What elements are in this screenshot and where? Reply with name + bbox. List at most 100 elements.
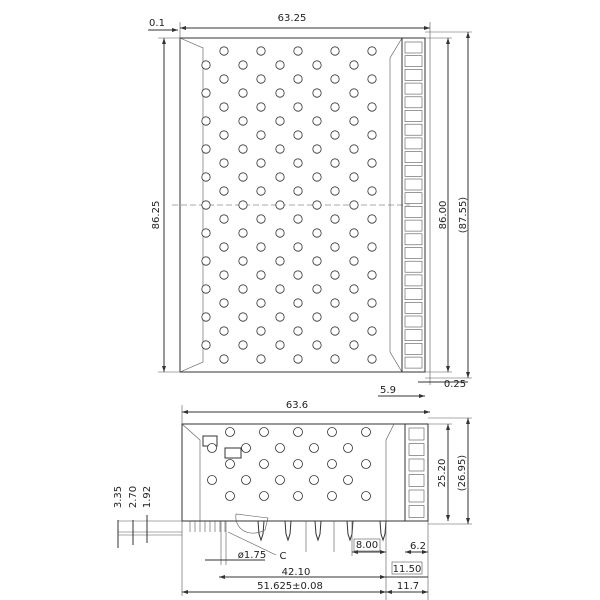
top-connector-contacts (404, 41, 423, 369)
vent-hole (293, 214, 303, 224)
vent-hole (238, 116, 248, 126)
detail-c-circle (235, 513, 269, 534)
vent-hole (225, 491, 235, 501)
contact-slot (404, 343, 423, 355)
vent-hole (256, 74, 266, 84)
dim-top-gap: 0.25 (444, 379, 466, 390)
vent-hole (238, 340, 248, 350)
press-fit-pin (284, 520, 292, 542)
vent-hole (241, 475, 251, 485)
side-hole-pattern (207, 427, 371, 501)
contact-slot (404, 233, 423, 246)
vent-hole (256, 102, 266, 112)
vent-hole (201, 144, 211, 154)
vent-hole (312, 200, 322, 210)
vent-hole (238, 172, 248, 182)
vent-hole (238, 284, 248, 294)
vent-hole (275, 443, 285, 453)
vent-hole (312, 88, 322, 98)
contact-slot (404, 329, 423, 342)
vent-hole (256, 326, 266, 336)
vent-hole (293, 354, 303, 364)
vent-hole (330, 298, 340, 308)
vent-hole (361, 427, 371, 437)
side-connector (404, 423, 429, 522)
vent-hole (256, 186, 266, 196)
vent-hole (275, 60, 285, 70)
vent-hole (312, 228, 322, 238)
vent-hole (367, 298, 377, 308)
dim-pin-b: 2.70 (128, 486, 139, 508)
dim-top-height-right: 86.00 (438, 201, 449, 230)
dim-pin-a: 3.35 (113, 486, 124, 508)
contact-slot (404, 206, 423, 218)
vent-hole (349, 284, 359, 294)
vent-hole (367, 242, 377, 252)
vent-hole (309, 443, 319, 453)
vent-hole (349, 200, 359, 210)
vent-hole (367, 46, 377, 56)
press-fit-pin (346, 520, 354, 542)
top-connector-strip (401, 37, 426, 373)
vent-hole (259, 459, 269, 469)
vent-hole (219, 354, 229, 364)
vent-hole (201, 172, 211, 182)
vent-hole (330, 158, 340, 168)
contact-slot (404, 165, 423, 177)
vent-hole (219, 186, 229, 196)
vent-hole (238, 256, 248, 266)
vent-hole (275, 256, 285, 266)
vent-hole (330, 186, 340, 196)
top-hole-pattern (201, 46, 377, 364)
contact-slot (404, 274, 423, 287)
vent-hole (293, 74, 303, 84)
vent-hole (330, 102, 340, 112)
contact-slot (404, 219, 423, 232)
dim-front-pin: 6.2 (410, 541, 426, 552)
contact-slot (408, 427, 425, 441)
press-fit-pin (314, 520, 322, 542)
vent-hole (293, 427, 303, 437)
dim-front-total: 11.7 (397, 581, 419, 592)
contact-slot (408, 489, 425, 503)
vent-hole (275, 200, 285, 210)
vent-hole (309, 475, 319, 485)
vent-hole (219, 298, 229, 308)
contact-slot (408, 458, 425, 472)
vent-hole (293, 459, 303, 469)
vent-hole (293, 270, 303, 280)
press-fit-pins (189, 520, 387, 542)
press-fit-pin (257, 520, 265, 542)
vent-hole (201, 228, 211, 238)
contact-slot (408, 474, 425, 487)
vent-hole (275, 88, 285, 98)
vent-hole (241, 443, 251, 453)
vent-hole (343, 443, 353, 453)
vent-hole (330, 74, 340, 84)
contact-slot (404, 356, 423, 369)
vent-hole (201, 200, 211, 210)
vent-hole (349, 228, 359, 238)
vent-hole (293, 130, 303, 140)
side-connector-contacts (408, 427, 425, 518)
contact-slot (404, 55, 423, 68)
vent-hole (293, 102, 303, 112)
contact-slot (404, 247, 423, 259)
side-view: 63.6 25.20 (26.95) 3.35 2.70 1.92 ø1.75 … (113, 400, 472, 600)
vent-hole (349, 144, 359, 154)
vent-hole (238, 228, 248, 238)
vent-hole (330, 354, 340, 364)
vent-hole (238, 200, 248, 210)
contact-slot (404, 96, 423, 109)
vent-hole (367, 130, 377, 140)
vent-hole (201, 116, 211, 126)
contact-slot (404, 69, 423, 81)
detail-label-c: C (280, 551, 287, 562)
vent-hole (312, 144, 322, 154)
vent-hole (293, 326, 303, 336)
contact-slot (404, 260, 423, 273)
dim-total: 51.625±0.08 (257, 581, 323, 592)
vent-hole (367, 186, 377, 196)
vent-hole (275, 312, 285, 322)
dim-top-front: 5.9 (380, 385, 396, 396)
